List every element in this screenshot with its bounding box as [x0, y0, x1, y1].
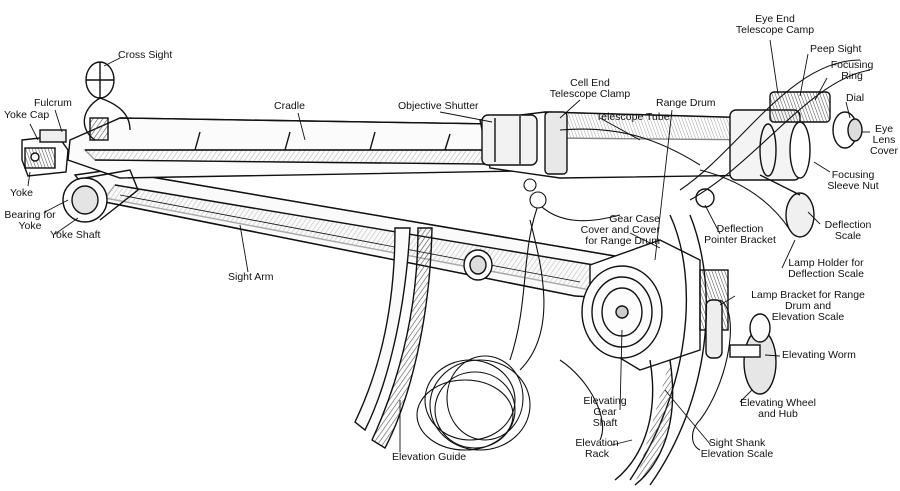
- label-objective-shutter: Objective Shutter: [398, 100, 479, 112]
- elevation-guide-drawing: [354, 227, 433, 449]
- label-line: Focusing: [831, 169, 875, 181]
- label-cradle: Cradle: [274, 100, 305, 112]
- label-sight-arm: Sight Arm: [228, 271, 274, 283]
- label-line: Yoke: [4, 109, 27, 121]
- label-line: Gear Case: [609, 213, 660, 225]
- cross-sight-drawing: [83, 61, 131, 141]
- elevation-rack-drawing: [614, 214, 707, 486]
- label-peep-sight: Peep Sight: [810, 43, 862, 55]
- label-lamp-holder: Lamp Holder for Deflection Scale: [776, 258, 876, 280]
- cable-coil-drawing: [416, 59, 871, 451]
- label-line: Elevation Scale: [700, 448, 774, 460]
- label-focusing-sleeve-nut: Focusing Sleeve Nut: [822, 170, 884, 192]
- label-line: Shaft: [592, 417, 618, 429]
- label-line: Telescope Camp: [735, 24, 815, 36]
- label-line: Gear: [593, 406, 617, 418]
- label-line: Sleeve Nut: [827, 180, 879, 192]
- label-line: Deflection: [824, 219, 872, 231]
- label-yoke-cap: Yoke Cap: [4, 110, 49, 121]
- label-fulcrum: Fulcrum: [34, 97, 72, 109]
- yoke-drawing: [21, 129, 139, 223]
- sight-arm-drawing: [73, 169, 651, 301]
- label-line: Cover and Cover: [580, 224, 660, 236]
- label-line: Cover: [869, 145, 898, 157]
- label-line: Bearing for: [4, 209, 56, 221]
- label-line: Telescope Clamp: [549, 88, 631, 100]
- label-range-drum: Range Drum: [656, 97, 716, 109]
- label-line: Elevating Wheel: [740, 397, 816, 409]
- label-telescope-tube: Telescope Tube: [596, 111, 670, 123]
- label-eye-end-telescope-camp: Eye End Telescope Camp: [730, 14, 820, 36]
- label-elevating-gear-shaft: Elevating Gear Shaft: [576, 396, 634, 429]
- label-dial: Dial: [846, 92, 865, 104]
- label-line: Deflection: [716, 223, 764, 235]
- label-line: Scale: [834, 230, 862, 242]
- leader-lines: [27, 39, 870, 452]
- label-focusing-ring: Focusing Ring: [826, 60, 878, 82]
- label-lamp-bracket: Lamp Bracket for Range Drum and Elevatio…: [738, 290, 878, 323]
- label-line: Ring: [841, 70, 863, 82]
- label-eye-lens-cover: Eye Lens Cover: [868, 124, 900, 157]
- label-gear-case-cover: Gear Case Cover and Cover for Range Drum: [560, 214, 660, 247]
- label-line: Drum and: [784, 300, 832, 312]
- label-deflection-scale: Deflection Scale: [818, 220, 878, 242]
- label-elevation-guide: Elevation Guide: [392, 451, 467, 463]
- label-line: Elevation: [575, 437, 619, 449]
- label-sight-shank: Sight Shank Elevation Scale: [692, 438, 782, 460]
- label-line: and Hub: [758, 408, 798, 420]
- label-line: Pointer Bracket: [704, 234, 776, 246]
- label-line: Cap: [29, 109, 50, 121]
- label-bearing-for-yoke: Bearing for Yoke: [0, 210, 60, 232]
- label-elevation-rack: Elevation Rack: [568, 438, 626, 460]
- label-yoke-shaft: Yoke Shaft: [50, 229, 101, 241]
- label-line: Sight Shank: [708, 437, 766, 449]
- label-line: Focusing: [830, 59, 874, 71]
- label-line: Eye End: [755, 13, 795, 25]
- label-line: Rack: [585, 448, 609, 460]
- label-cell-end-telescope-clamp: Cell End Telescope Clamp: [545, 78, 635, 100]
- label-line: Elevating: [583, 395, 627, 407]
- label-cross-sight: Cross Sight: [118, 49, 173, 61]
- label-deflection-pointer-bracket: Deflection Pointer Bracket: [700, 224, 780, 246]
- telescope-drawing: [479, 91, 863, 238]
- label-line: Lamp Bracket for Range: [751, 289, 865, 301]
- label-yoke: Yoke: [10, 187, 33, 199]
- label-elevating-wheel: Elevating Wheel and Hub: [728, 398, 828, 420]
- label-elevating-worm: Elevating Worm: [782, 349, 856, 361]
- label-line: for Range Drum: [585, 235, 660, 247]
- label-line: Lens: [872, 134, 896, 146]
- label-line: Deflection Scale: [788, 268, 864, 280]
- range-drum-drawing: [581, 239, 777, 395]
- label-line: Eye: [874, 123, 894, 135]
- label-line: Elevation Scale: [771, 311, 845, 323]
- label-line: Cell End: [570, 77, 610, 89]
- label-line: Lamp Holder for: [788, 257, 864, 269]
- label-line: Yoke: [18, 220, 42, 232]
